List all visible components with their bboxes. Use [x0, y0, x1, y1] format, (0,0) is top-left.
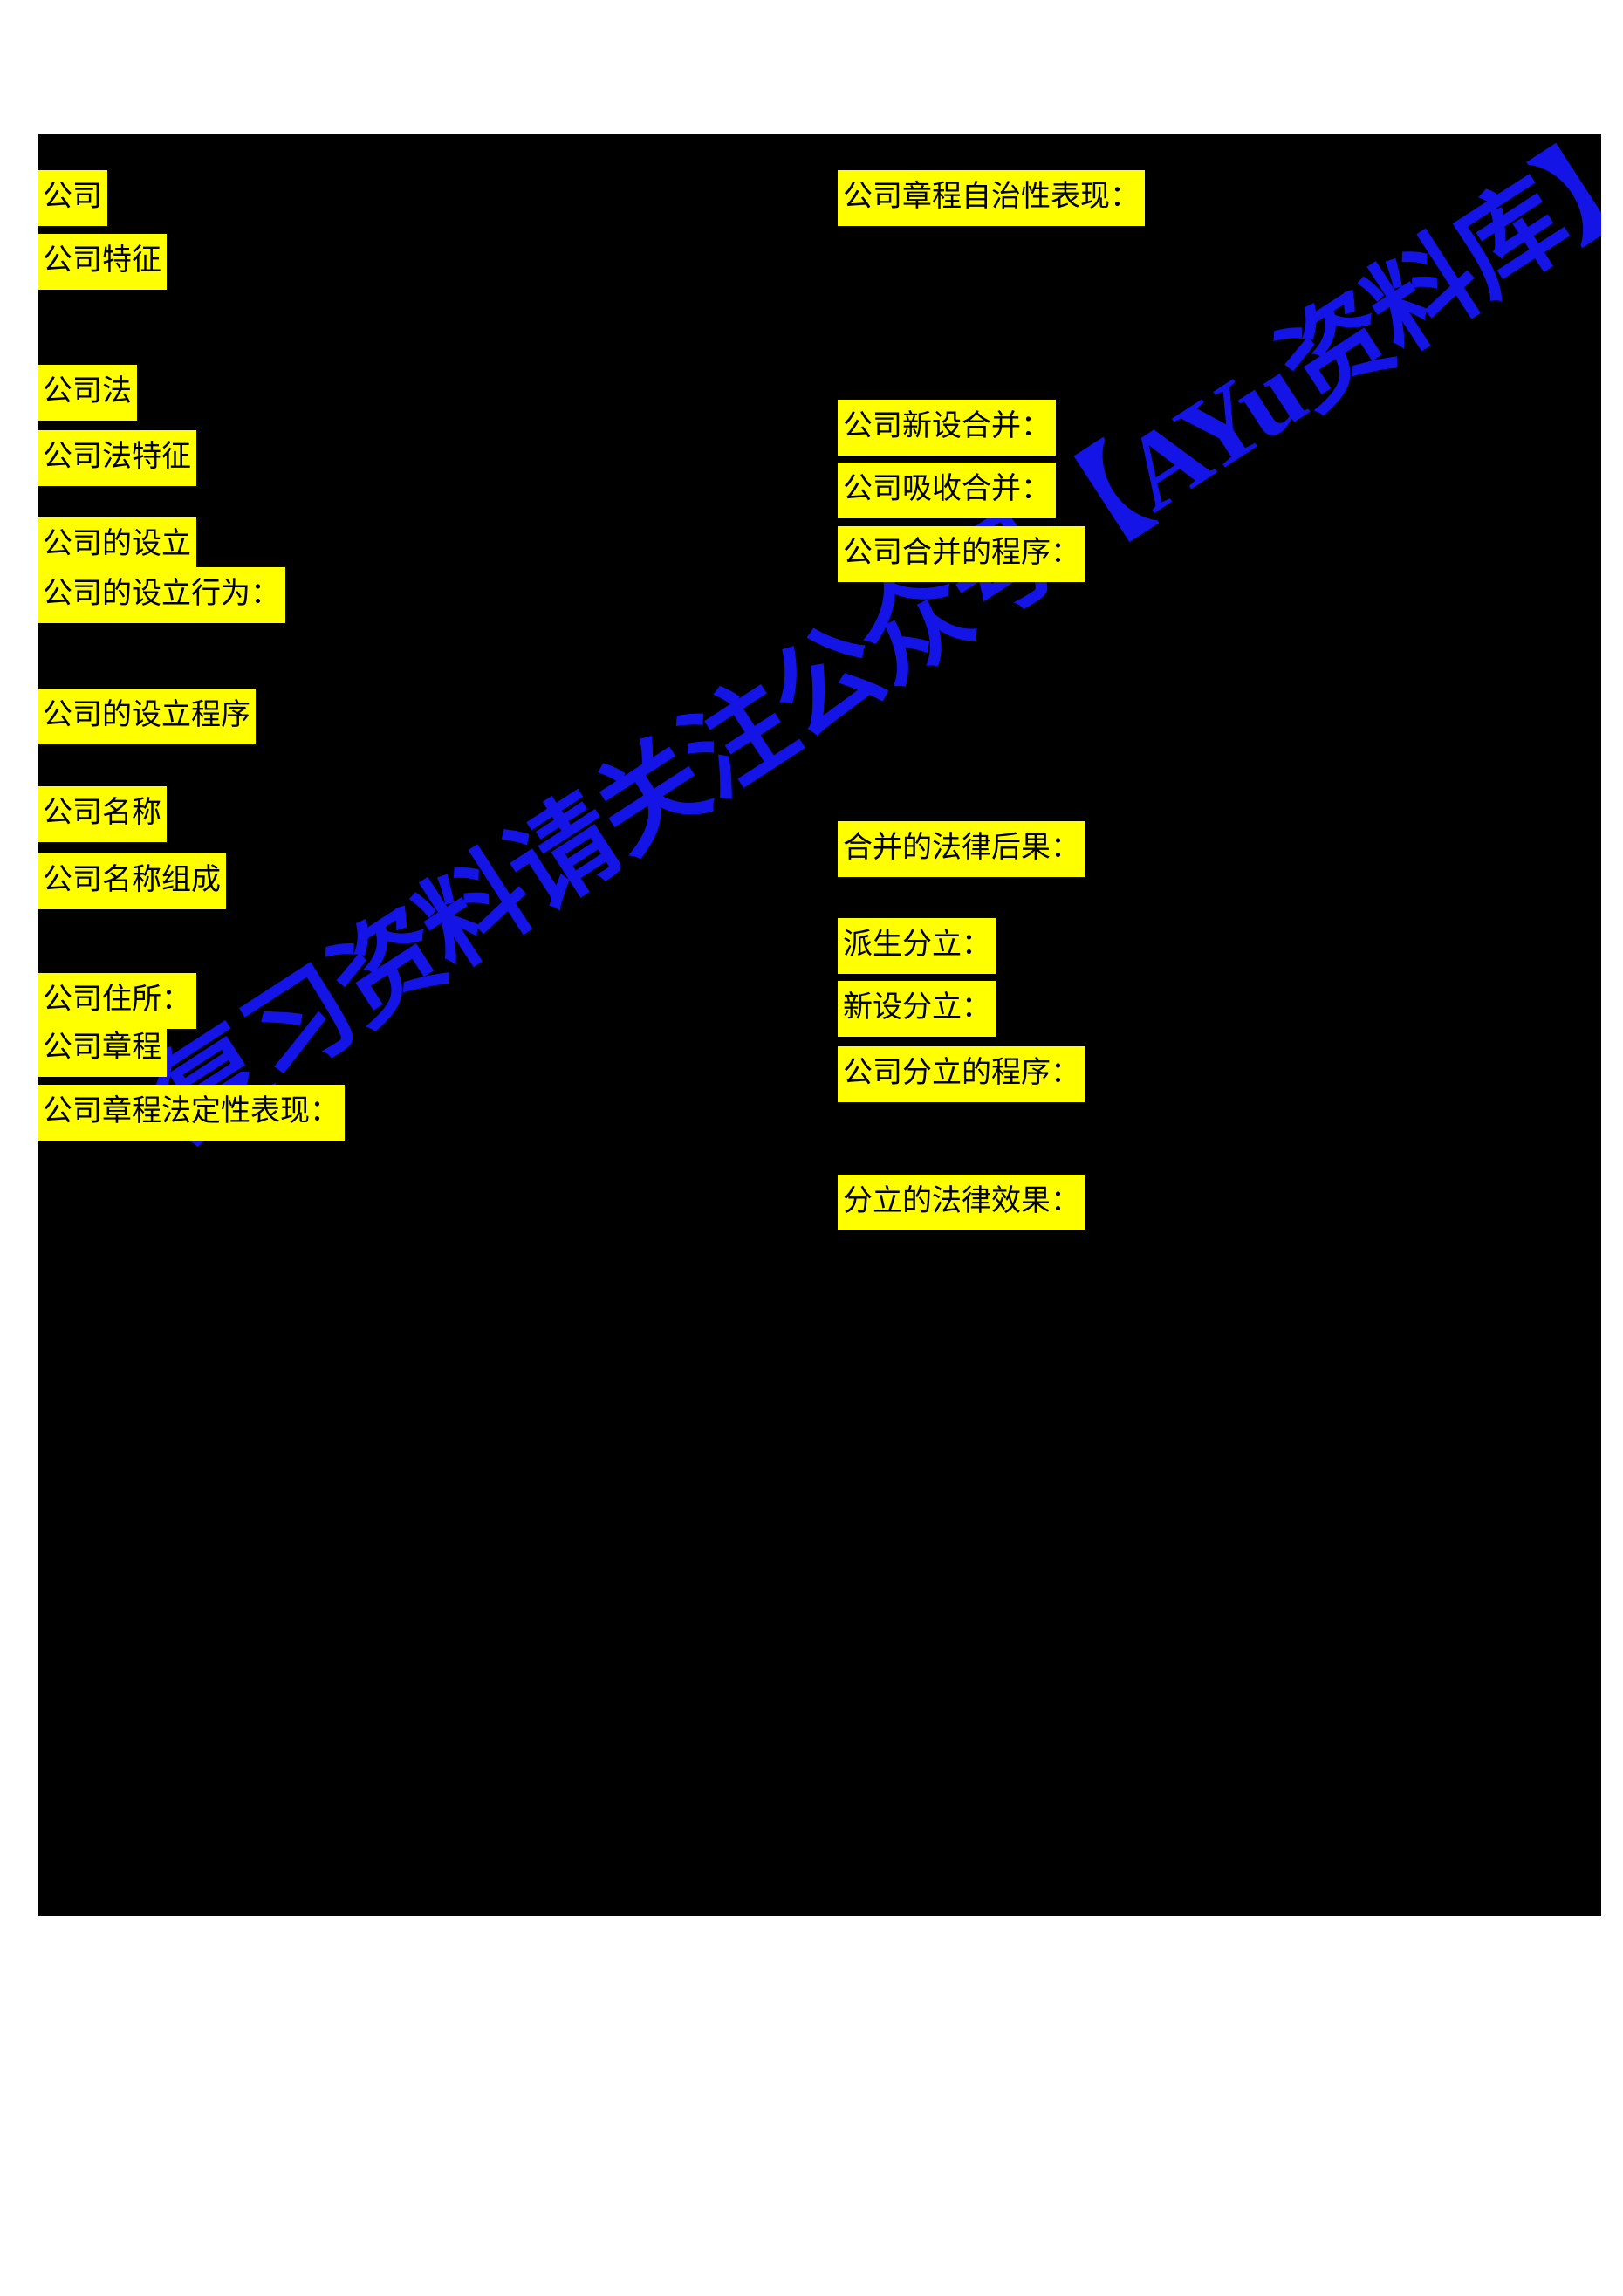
- note-item: 公司法: [38, 365, 137, 421]
- note-item: 公司合并的程序：: [838, 526, 1085, 582]
- note-item: 公司名称组成: [38, 853, 226, 909]
- note-item: 公司的设立程序: [38, 689, 256, 744]
- note-item: 分立的法律效果：: [838, 1175, 1085, 1230]
- note-item: 公司名称: [38, 786, 167, 842]
- note-item: 公司章程自治性表现：: [838, 170, 1145, 226]
- note-item: 合并的法律后果：: [838, 821, 1085, 877]
- content-board: 复习资料请关注公众号【AYu资料库】 公司公司特征公司法公司法特征公司的设立公司…: [38, 134, 1601, 1916]
- note-item: 公司的设立: [38, 517, 196, 573]
- note-item: 公司新设合并：: [838, 400, 1056, 456]
- note-item: 公司法特征: [38, 430, 196, 486]
- note-item: 公司分立的程序：: [838, 1046, 1085, 1102]
- note-item: 公司的设立行为：: [38, 567, 285, 623]
- note-item: 公司: [38, 170, 107, 226]
- note-item: 派生分立：: [838, 918, 996, 974]
- watermark-text: 复习资料请关注公众号【AYu资料库】: [135, 134, 1601, 1162]
- note-item: 公司住所：: [38, 973, 196, 1029]
- note-item: 公司章程: [38, 1021, 167, 1077]
- note-item: 公司章程法定性表现：: [38, 1085, 345, 1141]
- note-item: 公司特征: [38, 234, 167, 290]
- note-item: 新设分立：: [838, 981, 996, 1037]
- note-item: 公司吸收合并：: [838, 463, 1056, 518]
